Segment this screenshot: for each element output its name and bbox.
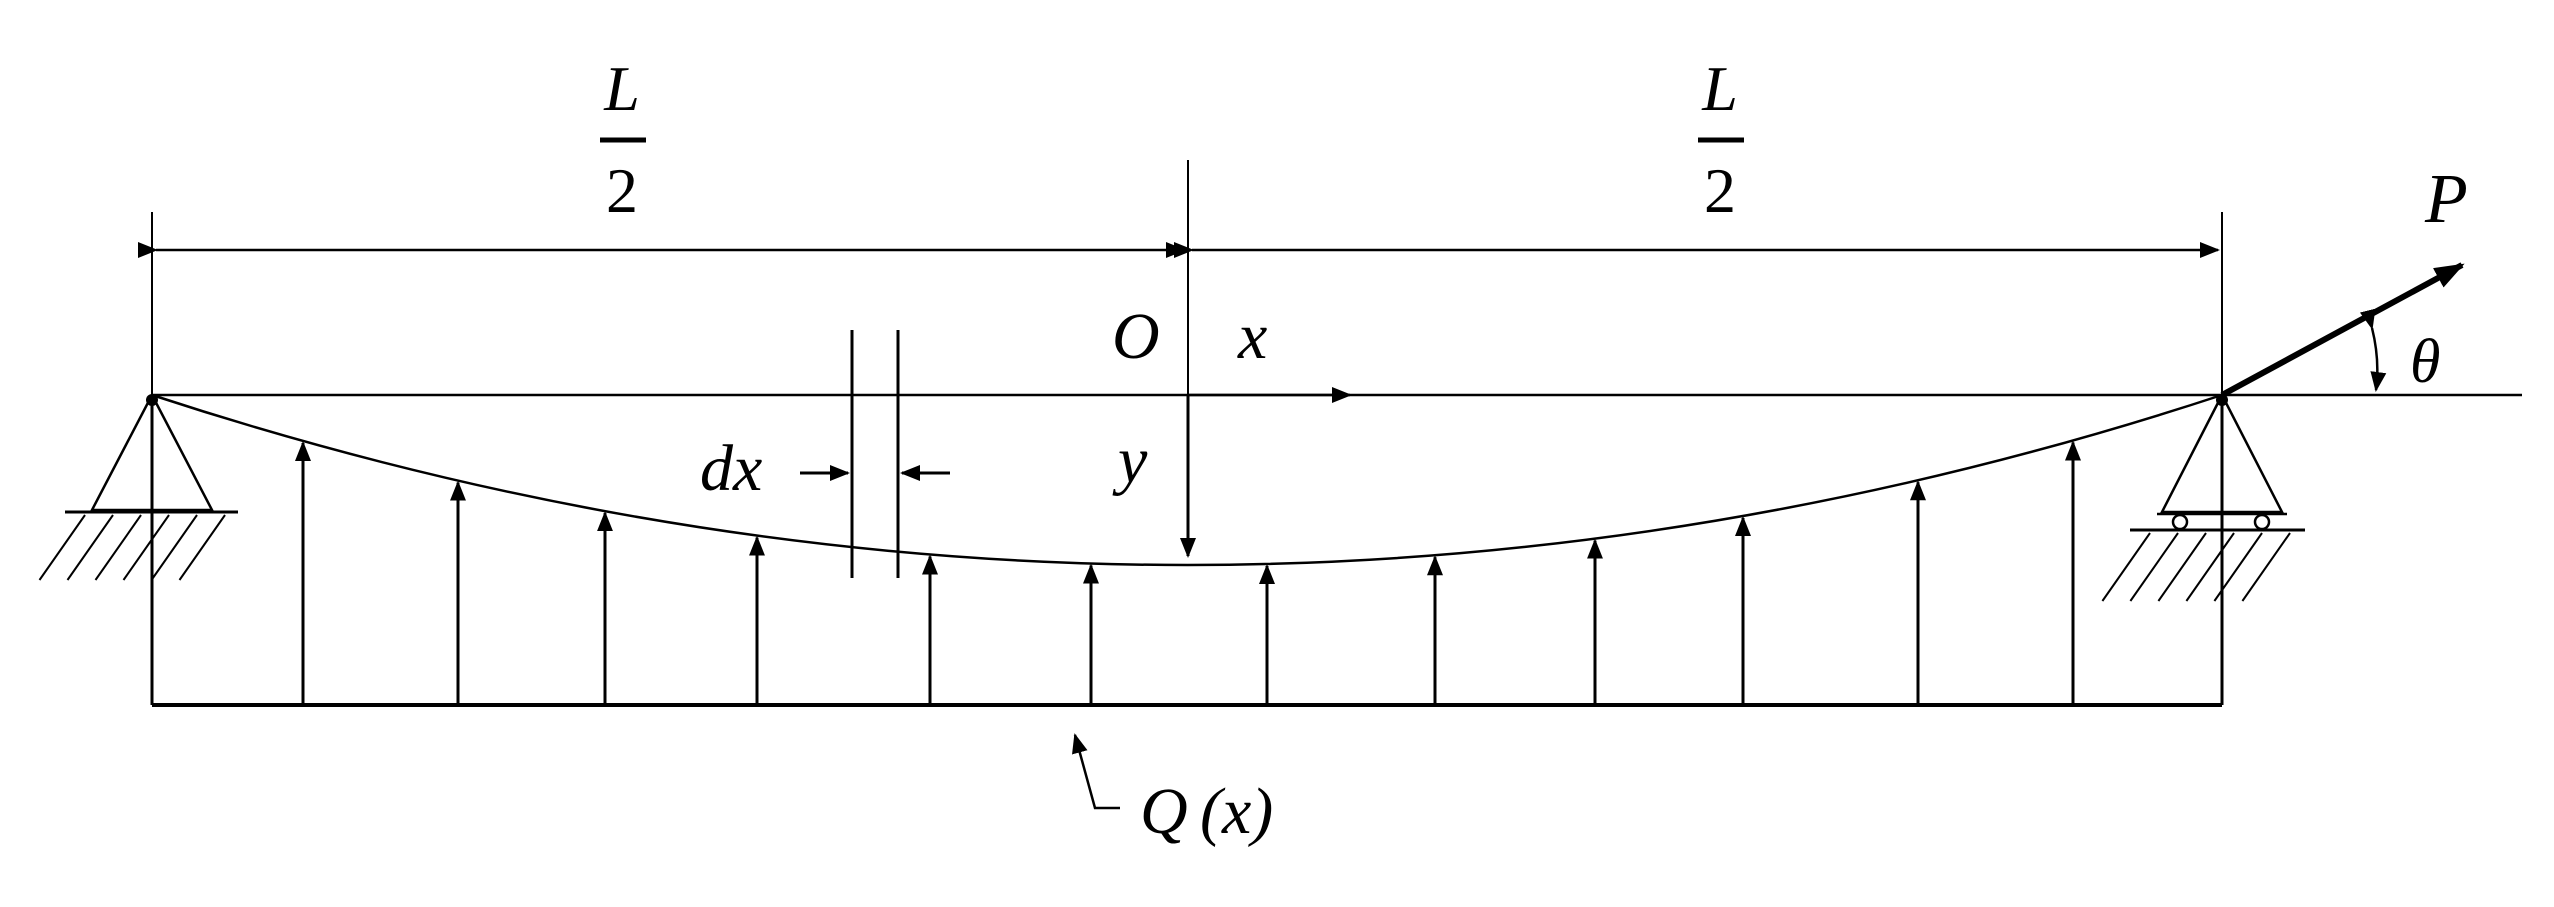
right-length-numerator: L xyxy=(1701,53,1738,124)
ground-hatch-line xyxy=(150,514,198,581)
angle-arc xyxy=(2359,308,2387,392)
x-axis-label: x xyxy=(1237,300,1267,373)
load-argument-label: (x) xyxy=(1200,775,1273,848)
origin-label: O xyxy=(1112,300,1160,373)
load-leader-line xyxy=(1072,733,1120,810)
ground-hatch-line xyxy=(2213,532,2263,602)
right-length-denominator: 2 xyxy=(1704,155,1736,226)
dx-label: dx xyxy=(700,432,762,505)
ground-hatch-line xyxy=(2157,532,2207,602)
ground-hatch-line xyxy=(2185,532,2235,602)
load-name-label: Q xyxy=(1140,775,1188,848)
y-axis-label: y xyxy=(1112,424,1148,497)
right-roller-support xyxy=(2101,392,2305,602)
left-length-denominator: 2 xyxy=(606,155,638,226)
ground-hatch-line xyxy=(178,514,226,581)
ground-hatch-line xyxy=(94,514,142,581)
ground-hatch-line xyxy=(122,514,170,581)
left-length-numerator: L xyxy=(603,53,640,124)
load-arrows xyxy=(295,440,2081,705)
left-pin-support xyxy=(38,392,238,581)
deflection-curve xyxy=(151,393,2223,567)
ground-hatch-line xyxy=(2101,532,2151,602)
ground-hatch-line xyxy=(38,514,86,581)
force-label: P xyxy=(2424,161,2468,238)
force-arrow xyxy=(2220,262,2465,398)
ground-hatch-line xyxy=(66,514,114,581)
ground-hatch-line xyxy=(2241,532,2291,602)
angle-label: θ xyxy=(2410,328,2440,396)
ground-hatch-line xyxy=(2129,532,2179,602)
